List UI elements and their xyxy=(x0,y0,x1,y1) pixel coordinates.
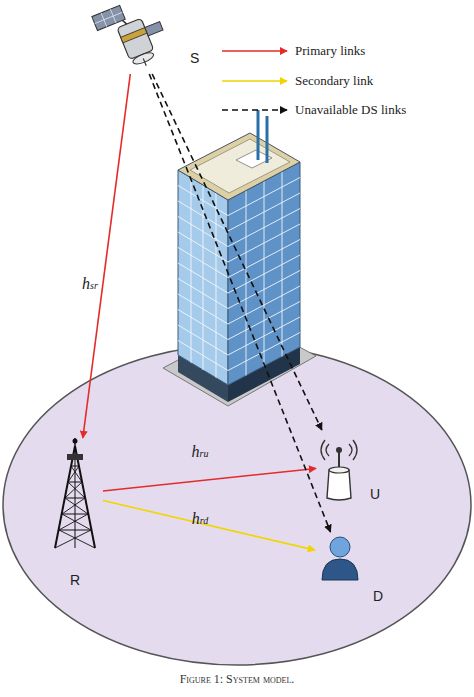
node-label: R xyxy=(70,572,80,588)
legend-sample xyxy=(222,50,287,52)
illustration-part xyxy=(329,467,349,473)
terminal-node: U xyxy=(316,430,362,502)
illustration-part xyxy=(95,12,123,23)
building-roof xyxy=(178,133,300,200)
unavailable-link xyxy=(149,74,330,532)
illustration-part xyxy=(67,454,83,460)
illustration-part xyxy=(143,58,146,65)
legend-entry: Secondary link xyxy=(295,73,373,89)
user-node: D xyxy=(315,532,365,580)
legend-samples xyxy=(222,51,287,110)
relay-tower-node: R xyxy=(48,438,103,550)
ground-plane xyxy=(3,345,471,665)
antenna-icon xyxy=(316,430,362,502)
legend-sample xyxy=(222,80,287,82)
legend-entry: Primary links xyxy=(295,43,365,59)
illustration-part xyxy=(322,559,358,580)
window-line xyxy=(203,185,204,370)
figure-caption: Figure 1: System model. xyxy=(0,672,474,687)
person-icon xyxy=(315,532,365,580)
window-line xyxy=(246,191,247,376)
primary-link xyxy=(103,468,316,491)
channel-label: hsr xyxy=(82,275,98,293)
roof-antenna xyxy=(266,116,269,163)
legend-sample xyxy=(222,109,287,111)
illustration-part xyxy=(121,28,147,43)
illustration-part xyxy=(55,466,95,548)
satellite-node: S xyxy=(100,2,170,74)
illustration-part xyxy=(336,447,342,453)
node-label: D xyxy=(373,588,383,604)
channel-label: hru xyxy=(192,443,209,461)
building-roof-inner xyxy=(190,139,290,193)
window-line xyxy=(264,181,265,366)
channel-label: hrd xyxy=(192,510,209,528)
secondary-link xyxy=(103,500,315,550)
unavailable-link xyxy=(152,74,322,430)
node-label: S xyxy=(190,50,199,66)
illustration-part xyxy=(145,22,163,36)
tower-icon xyxy=(48,438,103,550)
illustration-part xyxy=(330,537,350,557)
building-right-face xyxy=(228,162,300,385)
illustration-part xyxy=(132,51,155,67)
primary-link xyxy=(83,74,130,438)
window-line xyxy=(191,178,192,363)
roof-antenna xyxy=(257,110,260,160)
illustration-part xyxy=(75,446,76,548)
illustration-part xyxy=(59,466,91,530)
illustration-part xyxy=(327,470,351,500)
window-line xyxy=(282,172,283,357)
node-label: U xyxy=(370,486,380,502)
satellite-icon xyxy=(100,2,170,74)
building-left-face xyxy=(178,170,228,385)
illustration-part xyxy=(92,0,173,78)
window-line xyxy=(216,193,217,378)
illustration-part xyxy=(73,439,78,444)
building-window-grid xyxy=(178,172,300,378)
legend-entry: Unavailable DS links xyxy=(295,102,406,118)
